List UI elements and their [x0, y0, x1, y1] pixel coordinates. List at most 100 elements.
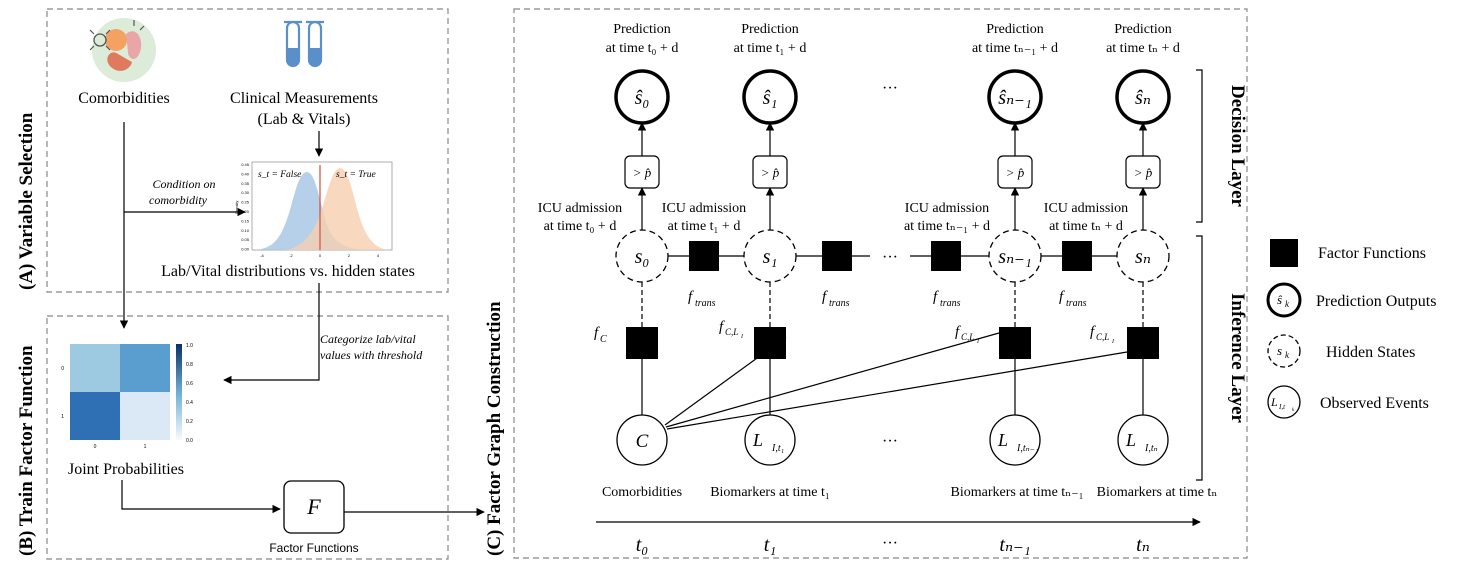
- prediction-node-label: ŝ₁: [763, 87, 778, 109]
- joint-probabilities-caption: Joint Probabilities: [68, 461, 184, 478]
- observation-factor-label: f: [719, 319, 725, 335]
- observed-node-subscript: I,t₁: [771, 443, 784, 454]
- colorbar-tick: 0.4: [186, 400, 193, 406]
- icu-admission-time: at time tₙ + d: [1049, 219, 1123, 234]
- inference-layer-bracket: Inference Layer: [1196, 235, 1248, 481]
- legend-factor-label: Factor Functions: [1318, 245, 1426, 262]
- plot-ytick: 0.15: [241, 218, 250, 223]
- factor-node: [754, 327, 786, 359]
- observed-ellipsis: ···: [882, 433, 898, 450]
- comorbidity-factor-edge: [665, 332, 1000, 428]
- legend-hidden-symbol: s: [1277, 343, 1282, 358]
- prediction-time: at time tₙ + d: [1106, 41, 1180, 56]
- legend-prediction-marker: [1266, 282, 1302, 318]
- transition-factor-node: [1062, 241, 1092, 271]
- threshold-label: > p̂: [761, 165, 780, 180]
- prediction-node-label: ŝₙ₋₁: [998, 87, 1031, 109]
- observed-node: [744, 414, 796, 466]
- hidden-state-node-label: sₙ: [1135, 246, 1151, 268]
- plot-ytick: 0.45: [241, 162, 250, 167]
- prediction-node: [742, 69, 798, 125]
- colorbar-tick: 0.2: [186, 419, 193, 425]
- heatmap-cell-00: [70, 344, 120, 392]
- observed-node: [616, 414, 668, 466]
- observed-node-label: L: [752, 430, 763, 450]
- comorbidity-organs-icon: [89, 18, 156, 82]
- panel-b-title: (B) Train Factor Function: [16, 345, 37, 556]
- prediction-node-label: ŝₙ: [1135, 87, 1151, 109]
- observation-factor-subsubscript: I: [1111, 339, 1115, 345]
- panel-a-box: [46, 8, 449, 293]
- prediction-node: [987, 69, 1043, 125]
- plot-false-label: s_t = False: [258, 170, 301, 180]
- icu-admission-heading: ICU admission: [538, 201, 622, 216]
- observation-factor-subscript: C,L: [961, 332, 974, 342]
- icu-admission-time: at time t₀ + d: [544, 219, 617, 234]
- heatmap-ytick: 0: [61, 366, 64, 372]
- panel-a-title: (A) Variable Selection: [16, 112, 37, 290]
- comorbidity-factor-label: f: [594, 325, 600, 341]
- prediction-time: at time t₁ + d: [734, 41, 807, 56]
- observed-node-caption: Biomarkers at time tₙ: [1097, 485, 1218, 500]
- icu-admission-heading: ICU admission: [662, 201, 746, 216]
- plot-true-label: s_t = True: [336, 170, 376, 180]
- observation-factor-subscript: C,L: [725, 327, 738, 337]
- icu-admission-heading: ICU admission: [1044, 201, 1128, 216]
- legend-observed-sub: I,t: [1278, 403, 1286, 411]
- observation-factor-label: f: [955, 324, 961, 340]
- factor-functions-caption: Factor Functions: [269, 541, 358, 555]
- icu-admission-heading: ICU admission: [905, 201, 989, 216]
- plot-xtick: 2: [348, 253, 351, 258]
- legend-observed-subsub: k: [1292, 408, 1295, 413]
- observation-factor-subsubscript: I: [976, 339, 980, 345]
- transition-factor-subscript: trans: [695, 298, 716, 309]
- plot-yticks: 0.450.400.350.300.250.200.150.100.050.00: [241, 162, 250, 252]
- condition-on-label: Condition on: [152, 177, 215, 191]
- plot-ytick: 0.20: [241, 209, 250, 214]
- comorbidity-factor-edge: [666, 351, 1128, 430]
- observed-node-label: L: [1125, 430, 1136, 450]
- legend-prediction-symbol: ŝ: [1277, 292, 1283, 307]
- distribution-plot: s_t = False s_t = True Density 0.45 0.40 0…: [234, 161, 393, 258]
- test-tubes-icon: [284, 20, 324, 68]
- prediction-time: at time t₀ + d: [606, 41, 679, 56]
- heatmap-colorbar-ticks: 1.00.80.60.40.20.0: [186, 343, 193, 444]
- transition-factor-subscript: trans: [940, 298, 961, 309]
- hidden-state-node: [743, 229, 797, 283]
- hidden-state-node-label: s₁: [763, 246, 778, 268]
- plot-ytick: 0.40: [241, 171, 250, 176]
- plot-ytick: 0.10: [241, 228, 250, 233]
- plot-ytick: 0.30: [241, 190, 250, 195]
- plot-ytick: 0.35: [241, 181, 250, 186]
- transition-factor-node: [689, 241, 719, 271]
- threshold-box: [624, 155, 660, 189]
- heatmap-cell-10: [70, 392, 120, 440]
- legend-observed-marker: [1267, 385, 1301, 419]
- heatmap-xtick: 0: [94, 444, 97, 450]
- icu-admission-time: at time tₙ₋₁ + d: [904, 219, 990, 234]
- prediction-ellipsis: ···: [882, 80, 898, 97]
- legend-hidden-label: Hidden States: [1326, 344, 1415, 361]
- hidden-state-node-label: s₀: [635, 246, 650, 268]
- plot-ytick: 0.00: [241, 247, 250, 252]
- hidden-state-node: [988, 229, 1042, 283]
- observed-node-subscript: I,tₙ: [1144, 443, 1158, 454]
- plot-ylabel: Density: [234, 201, 239, 214]
- comorbidity-factor-edge: [664, 336, 787, 426]
- plot-ytick: 0.05: [241, 237, 250, 242]
- colorbar-tick: 1.0: [186, 343, 193, 349]
- heatmap-cell-11: [120, 392, 170, 440]
- observation-factor-subsubscript: I: [740, 334, 744, 340]
- colorbar-tick: 0.0: [186, 438, 193, 444]
- panel-c-title: (C) Factor Graph Construction: [484, 301, 505, 556]
- observed-node: [1117, 414, 1169, 466]
- observed-node-label: L: [997, 430, 1008, 450]
- factor-symbol: F: [306, 494, 321, 519]
- threshold-label: values with threshold: [320, 348, 423, 362]
- transition-factor-label: f: [1059, 289, 1065, 305]
- legend-hidden-marker: [1267, 334, 1301, 368]
- observation-factor-subscript: C,L: [1096, 332, 1109, 342]
